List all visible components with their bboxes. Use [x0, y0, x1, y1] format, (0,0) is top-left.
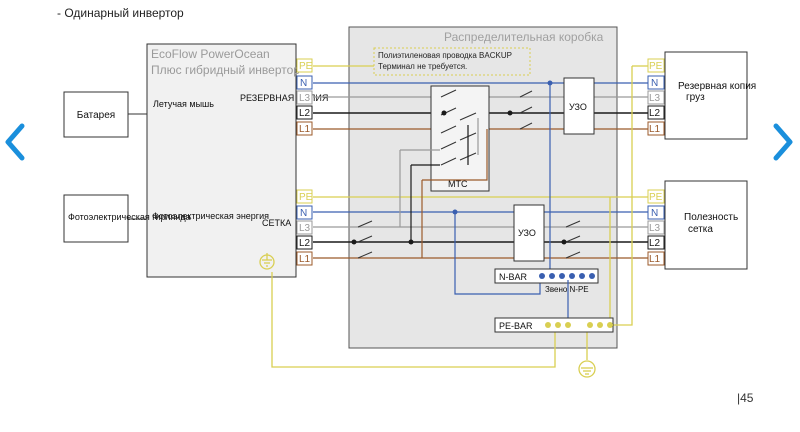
utility-grid-box: [664, 180, 748, 270]
battery-label: Батарея: [77, 110, 115, 121]
inverter-backup-terminals: PE N L3 L2 L1: [296, 58, 313, 136]
backup-load-box: [664, 51, 748, 140]
svg-text:L3: L3: [649, 93, 661, 104]
svg-text:L2: L2: [299, 108, 311, 119]
backup-pe-note-line1: Полиэтиленовая проводка BACKUP: [378, 51, 512, 60]
svg-text:PE: PE: [649, 192, 663, 203]
pe-bar-terminals: [545, 322, 613, 328]
chevron-left-icon: [5, 123, 25, 161]
utility-grid-terminals: PE N L3 L2 L1: [647, 189, 665, 266]
svg-text:L2: L2: [299, 238, 311, 249]
inverter-box: [146, 43, 297, 278]
distribution-box-title: Распределительная коробка: [444, 30, 604, 44]
n-bar-terminals: [539, 273, 595, 279]
pe-wires: [271, 65, 648, 368]
svg-text:L2: L2: [649, 238, 661, 249]
svg-text:PE: PE: [649, 61, 663, 72]
svg-text:L3: L3: [299, 223, 311, 234]
rcd-grid-label: УЗО: [518, 228, 536, 238]
svg-text:L1: L1: [649, 254, 661, 265]
svg-text:L1: L1: [299, 254, 311, 265]
rcd-backup: [563, 77, 595, 135]
svg-text:PE: PE: [299, 192, 313, 203]
inverter-title-line1: EcoFlow PowerOcean: [151, 47, 270, 61]
breaker-contacts: [357, 90, 581, 259]
inverter-grid-terminals: PE N L3 L2 L1: [296, 189, 313, 266]
utility-grid-line2: сетка: [688, 224, 713, 235]
svg-text:N: N: [300, 78, 307, 89]
pe-bar-label: PE-BAR: [499, 321, 533, 331]
inverter-ground-icon: [259, 253, 275, 270]
inverter-title-line2: Плюс гибридный инвертор: [151, 63, 300, 77]
prev-page-button[interactable]: [2, 120, 30, 164]
svg-text:L3: L3: [299, 93, 311, 104]
inverter-pv-port: Фотоэлектрическая энергия: [152, 211, 269, 221]
inverter-battery-port: Летучая мышь: [153, 99, 214, 109]
svg-text:L2: L2: [649, 108, 661, 119]
n-bar-label: N-BAR: [499, 272, 528, 282]
pe-bar-ground-icon: [578, 360, 596, 378]
inverter-grid-port: СЕТКА: [262, 218, 291, 228]
backup-pe-note: [373, 47, 531, 76]
inverter-backup-port: РЕЗЕРВНАЯ КОПИЯ: [240, 93, 328, 103]
n-pe-link-label: Звено N-PE: [545, 285, 589, 294]
svg-text:L1: L1: [299, 124, 311, 135]
svg-text:L1: L1: [649, 124, 661, 135]
wire-junctions: [351, 110, 567, 245]
backup-load-line2: груз: [686, 92, 705, 103]
svg-text:PE: PE: [299, 61, 313, 72]
backup-load-line1: Резервная копия: [678, 81, 756, 92]
svg-text:L3: L3: [649, 223, 661, 234]
backup-load-terminals: PE N L3 L2 L1: [647, 58, 665, 136]
n-bar: [494, 268, 599, 284]
page-heading: - Одинарный инвертор: [57, 6, 184, 20]
page-number: |45: [737, 391, 754, 405]
svg-text:N: N: [651, 208, 658, 219]
neutral-drops: [454, 83, 551, 295]
svg-text:N: N: [300, 208, 307, 219]
grid-wires: [313, 211, 648, 259]
mts-block: [430, 85, 490, 192]
battery-box: [63, 91, 129, 138]
backup-pe-note-line2: Терминал не требуется.: [378, 62, 467, 71]
pv-label: Фотоэлектрическая гирлянда: [68, 212, 191, 222]
rcd-backup-label: УЗО: [569, 102, 587, 112]
chevron-right-icon: [773, 123, 793, 161]
next-page-button[interactable]: [768, 120, 796, 164]
mts-label: МТС: [448, 179, 468, 189]
utility-grid-line1: Полезность: [684, 212, 738, 223]
rcd-grid: [513, 204, 545, 262]
mts-internal-wiring: [399, 118, 488, 258]
svg-text:N: N: [651, 78, 658, 89]
